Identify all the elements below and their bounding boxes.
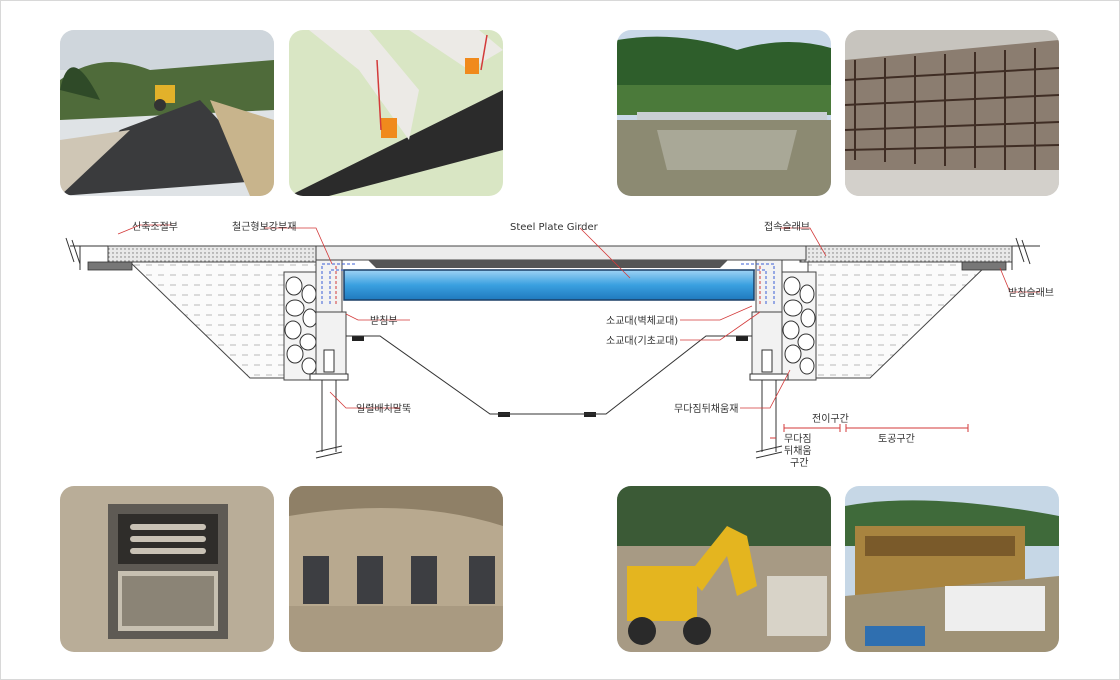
label-approach-slab: 접속슬래브 [764, 221, 810, 233]
label-expansion-joint: 신축조절부 [132, 220, 178, 233]
photo-formwork [845, 486, 1059, 652]
photo-rebar-cage [845, 30, 1059, 196]
label-steel-reinforcement: 철근형보강부재 [232, 221, 296, 233]
dimension-lines [770, 424, 969, 439]
photo-steel-pile-closeup [60, 486, 274, 652]
label-uncompacted-zone-1: 무다짐 [784, 433, 812, 445]
label-earthwork-zone: 토공구간 [878, 433, 915, 445]
label-abutment-footing: 소교대(기초교대) [606, 335, 678, 347]
photo-piles-in-ground [289, 486, 503, 652]
abutment-left [309, 259, 349, 459]
label-sleeper-slab: 받침슬래브 [1008, 287, 1054, 299]
steel-plate-girder [343, 269, 755, 301]
label-gabion-backfill: 무다짐뒤채움재 [674, 403, 738, 415]
abutment-right [749, 259, 789, 459]
bridge-cross-section: 신축조절부 철근형보강부재 Steel Plate Girder 접속슬래브 받… [65, 220, 1054, 469]
gabion-left [283, 271, 319, 381]
photo-girder-bracket [289, 30, 503, 196]
label-uncompacted-zone-2: 뒤채움 [784, 445, 812, 457]
photo-completed-bridge [617, 30, 831, 196]
left-embankment [65, 237, 321, 379]
label-steel-pile: 일렬배치말뚝 [356, 402, 411, 415]
photo-road-paving [60, 30, 274, 196]
right-embankment [799, 237, 1040, 379]
label-transition-zone: 전이구간 [812, 413, 849, 425]
gabion-right [781, 271, 817, 381]
label-abutment-wall: 소교대(벽체교대) [606, 315, 678, 327]
deck-slab [315, 245, 807, 261]
rebar-red [335, 266, 761, 304]
ground-line [346, 335, 752, 415]
label-bearing: 받침부 [370, 315, 398, 327]
leader-lines [117, 224, 1040, 409]
deck-topping [368, 260, 728, 268]
photo-excavator [617, 486, 831, 652]
label-uncompacted-zone-3: 구간 [790, 457, 808, 469]
label-girder: Steel Plate Girder [510, 222, 599, 233]
